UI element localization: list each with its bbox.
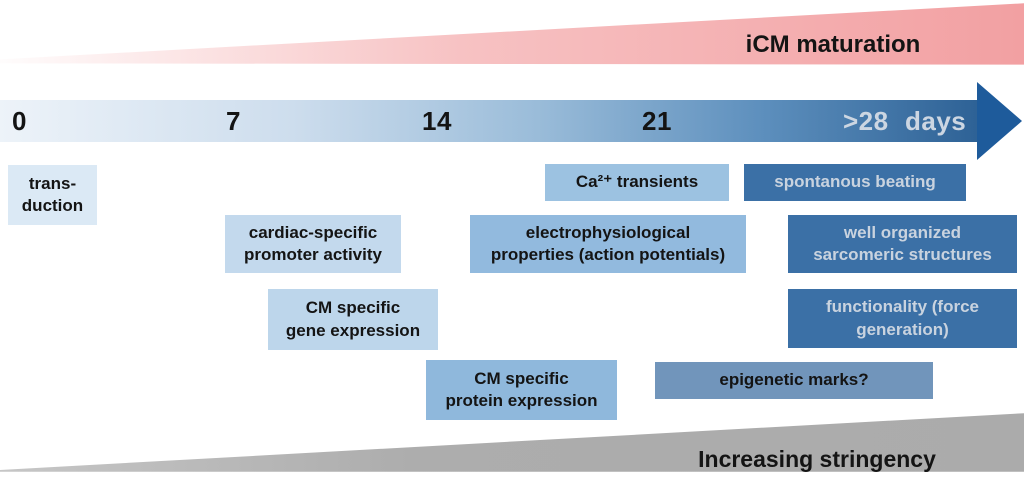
day-label-7: 7 <box>226 106 241 136</box>
milestone-functionality-force-generation: functionality (force generation) <box>788 289 1017 348</box>
milestone-epigenetic-marks: epigenetic marks? <box>655 362 933 399</box>
stringency-title: Increasing stringency <box>698 446 936 472</box>
milestone-transduction: trans- duction <box>8 165 97 225</box>
day-label-21: 21 <box>642 106 672 136</box>
milestone-electrophysiological-properties: electrophysiological properties (action … <box>470 215 746 273</box>
milestone-calcium-transients: Ca²⁺ transients <box>545 164 729 201</box>
day-label-0: 0 <box>12 106 27 136</box>
milestone-cardiac-specific-promoter-activity: cardiac-specific promoter activity <box>225 215 401 273</box>
milestone-spontaneous-beating: spontanous beating <box>744 164 966 201</box>
day-unit-label: days <box>905 106 967 136</box>
milestone-cm-specific-protein-expression: CM specific protein expression <box>426 360 617 420</box>
day-label-14: 14 <box>422 106 452 136</box>
milestone-sarcomeric-structures: well organized sarcomeric structures <box>788 215 1017 273</box>
maturation-title: iCM maturation <box>745 31 921 58</box>
day-label-gt28: >28 <box>843 106 889 136</box>
milestone-cm-specific-gene-expression: CM specific gene expression <box>268 289 438 350</box>
timeline-arrow-bar <box>0 100 977 142</box>
timeline-arrowhead-icon <box>977 82 1022 160</box>
